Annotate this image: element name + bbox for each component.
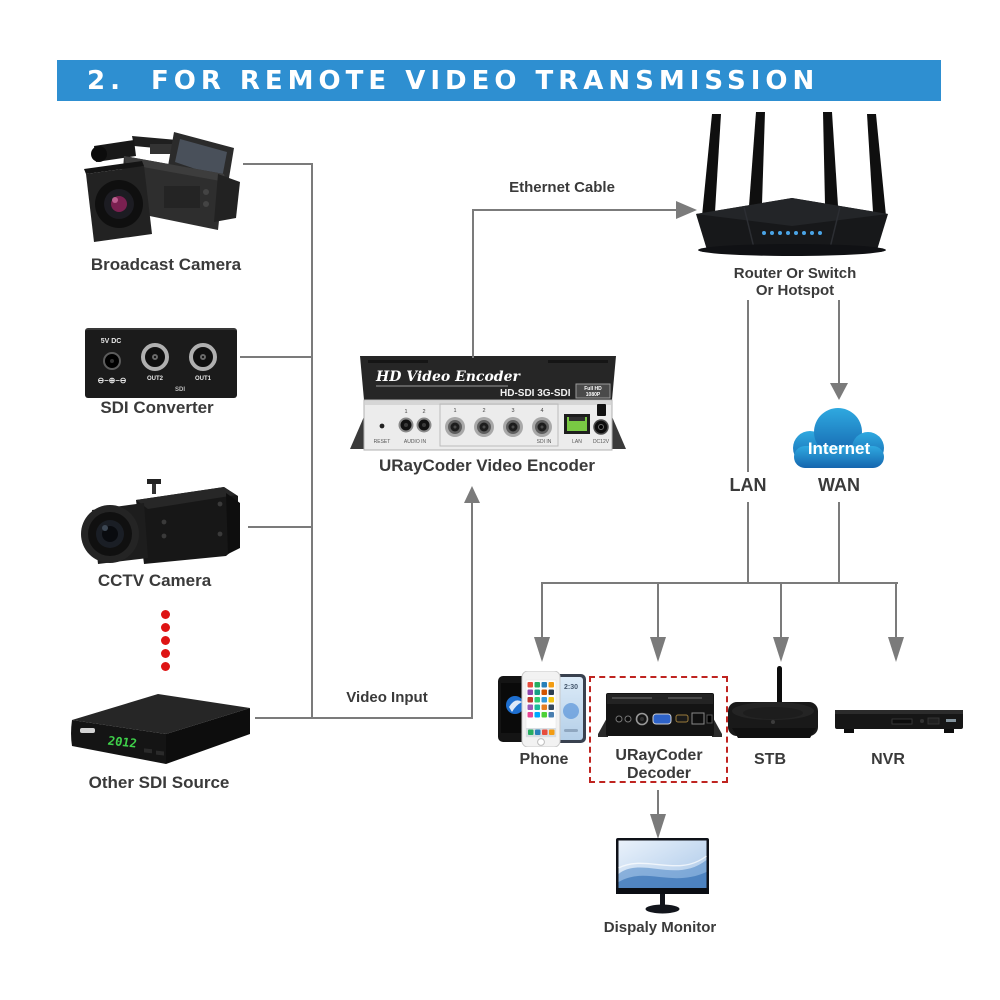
stb-image (728, 666, 818, 738)
sdi-converter-polarity: ⊖–⊕–⊖ (97, 376, 127, 385)
encoder-audio2-num: 2 (422, 409, 425, 415)
line-broadcast-to-bus (243, 163, 313, 165)
decoder-image (598, 693, 722, 737)
line-encoder-up (472, 210, 474, 358)
sdi-converter-out1-label: OUT1 (194, 376, 211, 382)
phone-image: 2:30 (498, 671, 586, 747)
encoder-badge-line2: 1080P (586, 392, 601, 398)
encoder-audio1-num: 1 (404, 409, 407, 415)
encoder-image: HD Video Encoder HD-SDI 3G-SDI Full HD 1… (350, 356, 626, 451)
ellipsis-dot (161, 610, 170, 619)
broadcast-camera-label: Broadcast Camera (90, 255, 242, 274)
cctv-camera-image (81, 479, 240, 564)
line-video-input-vertical (471, 502, 473, 718)
line-cctv-to-bus (248, 526, 313, 528)
drop-line-decoder (657, 582, 659, 638)
encoder-sdi4-num: 4 (540, 408, 543, 414)
arrow-to-stb (773, 637, 789, 662)
ellipsis-dot (161, 636, 170, 645)
arrow-to-monitor (650, 814, 666, 839)
cctv-camera-label: CCTV Camera (97, 571, 212, 590)
wan-label: WAN (818, 475, 860, 495)
arrow-wan-to-internet (830, 383, 848, 400)
encoder-sdi1-num: 1 (453, 408, 456, 414)
line-lan-lower (747, 502, 749, 583)
encoder-power-label: DC12V (593, 439, 610, 445)
encoder-sdi3-num: 3 (511, 408, 514, 414)
encoder-sdi2-num: 2 (482, 408, 485, 414)
router-label: Router Or Switch Or Hotspot (710, 265, 880, 299)
video-input-label: Video Input (346, 689, 428, 706)
encoder-lan-label: LAN (572, 439, 582, 445)
encoder-badge-line1: Full HD (584, 386, 602, 392)
broadcast-camera-image (84, 132, 240, 242)
internet-cloud: Internet (793, 408, 884, 468)
arrow-to-nvr (888, 637, 904, 662)
encoder-audio-label: AUDIO IN (404, 439, 427, 445)
internet-label: Internet (808, 439, 871, 458)
sdi-converter-image: 5V DC ⊖–⊕–⊖ OUT2 OUT1 SDI (85, 328, 237, 398)
line-ethernet-horizontal (472, 209, 676, 211)
line-wan-upper (838, 300, 840, 386)
other-sdi-source-label: Other SDI Source (88, 773, 230, 792)
phone-screen-time: 2:30 (564, 684, 578, 691)
other-sdi-led-display: 2012 (107, 734, 137, 751)
line-lan-upper (747, 300, 749, 472)
other-sdi-source-image: 2012 (71, 694, 250, 764)
drop-line-phone (541, 582, 543, 638)
sdi-converter-label: SDI Converter (100, 398, 214, 417)
decoder-label-line1: URayCoder (615, 747, 703, 764)
sdi-converter-out2-label: OUT2 (146, 376, 163, 382)
ellipsis-dot (161, 623, 170, 632)
encoder-top-title: HD Video Encoder (375, 369, 521, 385)
line-converter-to-bus (240, 356, 313, 358)
router-image (696, 112, 888, 256)
encoder-caption: URayCoder Video Encoder (378, 456, 596, 475)
sdi-converter-group-label: SDI (174, 387, 185, 393)
nvr-label: NVR (871, 751, 905, 768)
encoder-sdi-label: SDI IN (537, 439, 552, 445)
sdi-converter-power-label: 5V DC (100, 338, 122, 345)
arrow-to-phone (534, 637, 550, 662)
sdi-converter-out2-port (141, 343, 169, 371)
section-title: FOR REMOTE VIDEO TRANSMISSION (150, 65, 820, 96)
drop-line-stb (780, 582, 782, 638)
lan-label: LAN (729, 475, 767, 495)
decoder-dashed-box (589, 676, 728, 783)
phone-label: Phone (519, 751, 569, 768)
encoder-model-text: HD-SDI 3G-SDI (500, 388, 571, 399)
section-banner: 2. FOR REMOTE VIDEO TRANSMISSION (57, 60, 941, 101)
decoder-label: URayCoder Decoder (592, 747, 726, 782)
sdi-converter-out1-port (189, 343, 217, 371)
bus-line-vertical (311, 163, 313, 719)
encoder-reset-label: RESET (374, 439, 391, 445)
ethernet-cable-label: Ethernet Cable (509, 179, 615, 196)
stb-label: STB (754, 751, 786, 768)
line-wan-lower (838, 502, 840, 583)
sdi-converter-power-jack (103, 352, 121, 370)
ellipsis-dot (161, 662, 170, 671)
distribution-line (541, 582, 898, 584)
encoder-sdi-ports (445, 417, 552, 437)
arrow-to-decoder (650, 637, 666, 662)
router-label-line1: Router Or Switch (733, 265, 857, 282)
monitor-image (616, 838, 709, 914)
ellipsis-dot (161, 649, 170, 658)
nvr-image (835, 710, 963, 733)
display-monitor-label: Dispaly Monitor (603, 919, 717, 936)
router-label-line2: Or Hotspot (755, 281, 835, 299)
arrow-video-input (464, 486, 480, 503)
section-number: 2. (87, 65, 125, 96)
line-bus-to-encoder (255, 717, 473, 719)
line-decoder-to-monitor (657, 790, 659, 816)
decoder-label-line2: Decoder (626, 764, 692, 782)
drop-line-nvr (895, 582, 897, 638)
arrow-ethernet (676, 201, 697, 219)
